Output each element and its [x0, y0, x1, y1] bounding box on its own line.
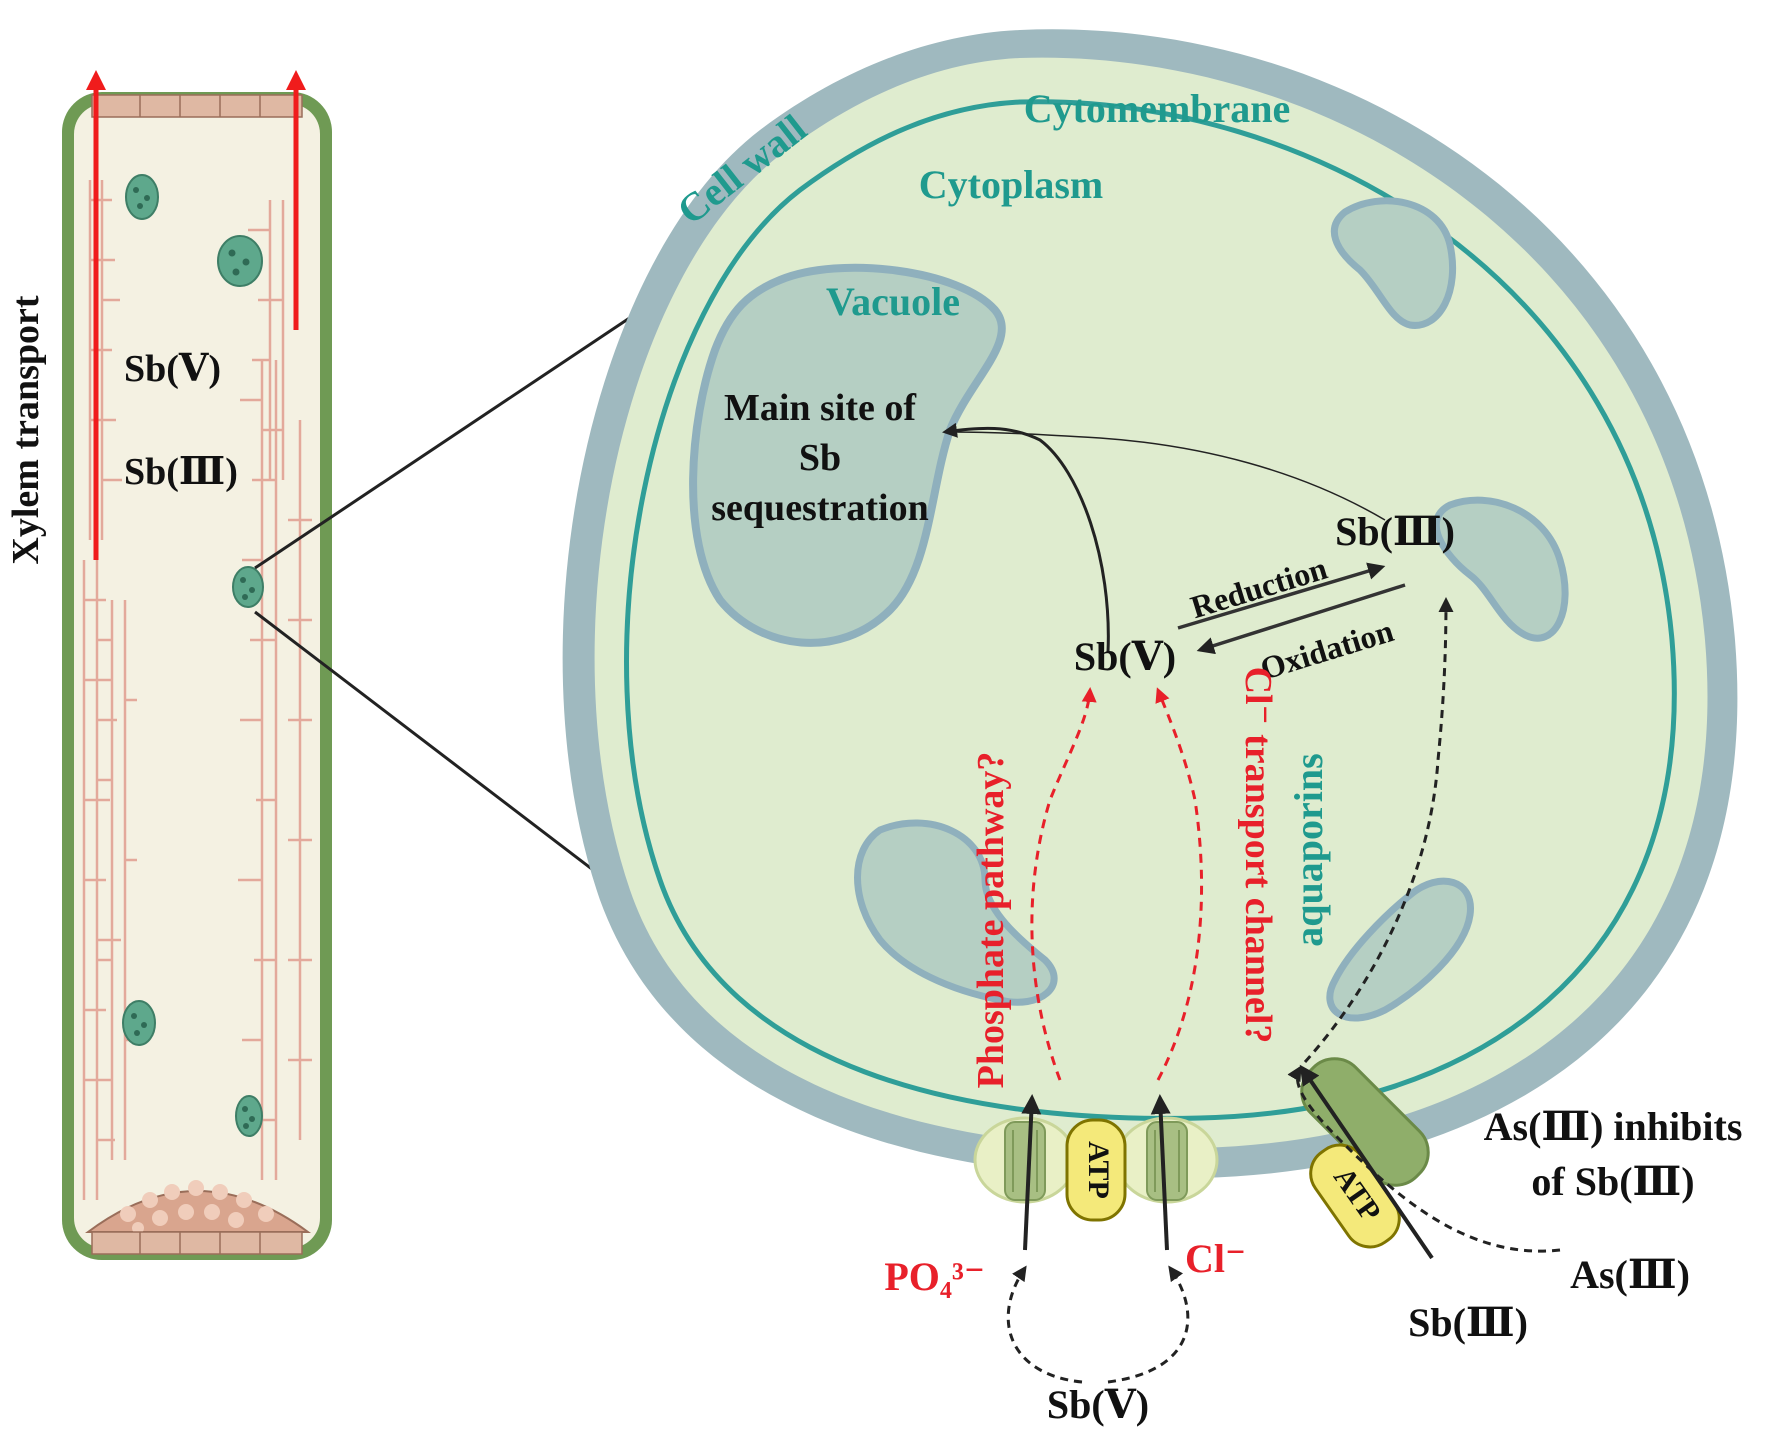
xylem-sb5-label: Sb(Ⅴ): [124, 348, 221, 390]
po4-uptake-arrow: [1021, 1094, 1042, 1251]
plant-cell: Cell wall Cytomembrane Cytoplasm Vacuole…: [562, 29, 1743, 1427]
phosphate-pathway-label: Phosphate pathway?: [970, 752, 1012, 1089]
cytoplasm-label: Cytoplasm: [919, 162, 1103, 207]
zoom-line-top: [254, 285, 677, 570]
aquaporin-to-sb3-arrow: [1303, 597, 1454, 1064]
atp-badge-right: ATP: [1309, 1143, 1401, 1249]
vacuole-small: [1330, 197, 1457, 329]
cl-channel-arrow: [1155, 687, 1204, 1081]
oxidation-arrow: [1196, 583, 1406, 655]
po4-label: PO₄³⁻: [884, 1254, 985, 1299]
atp-badge-left: ATP: [1065, 1118, 1127, 1222]
sb5-to-po4-arrow: [1006, 1265, 1083, 1384]
tracheid-strands-right: [238, 200, 312, 1180]
organelle: [217, 235, 263, 287]
as-inhibits-line-1: As(Ⅲ) inhibits: [1484, 1104, 1743, 1149]
xylem-lumen: [74, 104, 320, 1248]
organelle: [122, 1000, 156, 1046]
perforation-plate: [85, 1180, 312, 1234]
cl-uptake-arrow: [1150, 1094, 1171, 1251]
as-inhibits-line-2: of Sb(Ⅲ): [1531, 1159, 1694, 1204]
sb5-inside-label: Sb(Ⅴ): [1074, 634, 1176, 679]
organelle: [232, 566, 264, 608]
xylem-sb3-label: Sb(Ⅲ): [124, 451, 238, 493]
sb5-to-cl-arrow: [1107, 1265, 1190, 1384]
sb3-inside-label: Sb(Ⅲ): [1335, 509, 1455, 554]
vacuole-label: Vacuole: [826, 279, 960, 324]
svg-text:ATP: ATP: [1082, 1141, 1115, 1199]
sb3-uptake-arrow: [1299, 1064, 1434, 1260]
reduction-arrow: [1177, 562, 1386, 630]
sequestration-line-3: sequestration: [711, 487, 928, 529]
cytomembrane-label: Cytomembrane: [1024, 86, 1291, 131]
tracheid-strands-left: [82, 180, 137, 1200]
organelle: [235, 1095, 263, 1137]
cl-transporter: [1115, 1116, 1219, 1204]
main-vacuole: [689, 263, 1006, 647]
xylem-transport-title: Xylem transport: [5, 295, 47, 564]
phosphate-transporter: [973, 1116, 1077, 1204]
cl-channel-label: Cl⁻ transport channel?: [1237, 667, 1279, 1044]
sb3-outside-label: Sb(Ⅲ): [1408, 1300, 1528, 1345]
sequestration-line-2: Sb: [799, 437, 841, 479]
phosphate-pathway-arrow: [1030, 687, 1097, 1081]
cytomembrane: [624, 99, 1677, 1121]
sequestration-line-1: Main site of: [724, 387, 917, 429]
sequestration-arrow: [949, 431, 1386, 521]
xylem-vessel: Sb(Ⅴ) Sb(Ⅲ) Xylem transport: [5, 70, 332, 1260]
vacuole-small: [1432, 496, 1569, 642]
zoom-line-bottom: [254, 610, 623, 894]
vacuole-small: [854, 819, 1058, 1006]
organelle: [125, 174, 159, 220]
as3-inhibition-arrow: [1287, 1065, 1561, 1253]
aquaporins-label: aquaporins: [1286, 753, 1331, 946]
cl-label: Cl⁻: [1185, 1236, 1246, 1281]
sb5-outside-label: Sb(Ⅴ): [1047, 1382, 1149, 1427]
xylem-top-plate: [91, 94, 303, 118]
as3-outside-label: As(Ⅲ): [1570, 1252, 1690, 1297]
xylem-bottom-plate: [91, 1231, 303, 1255]
sequestration-arrow: [942, 422, 1110, 653]
